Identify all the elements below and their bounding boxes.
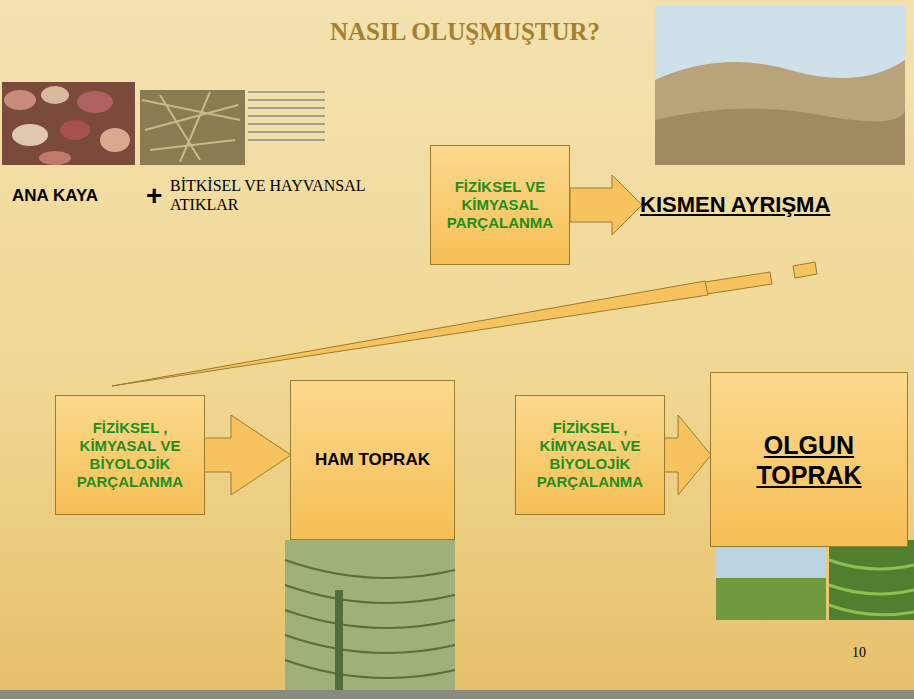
lines-pattern bbox=[248, 92, 325, 140]
soil-box: HAM TOPRAK bbox=[290, 380, 455, 540]
rock-label: ANA KAYA bbox=[12, 186, 98, 206]
plus-sign: + bbox=[146, 180, 162, 212]
landscape-photo bbox=[655, 5, 905, 165]
dash bbox=[705, 272, 772, 294]
title: NASIL OLUŞMUŞTUR? bbox=[240, 18, 690, 46]
rock-photo bbox=[2, 82, 135, 165]
straw-photo bbox=[140, 90, 245, 165]
node-text: FİZİKSEL , KİMYASAL VE BİYOLOJİK PARÇALA… bbox=[522, 419, 658, 491]
process-box: FİZİKSEL , KİMYASAL VE BİYOLOJİK PARÇALA… bbox=[515, 395, 665, 515]
bottom-band bbox=[0, 690, 914, 699]
field-photo bbox=[716, 540, 914, 620]
diagonal-arrow bbox=[112, 281, 708, 386]
process-box: FİZİKSEL , KİMYASAL VE BİYOLOJİK PARÇALA… bbox=[55, 395, 205, 515]
dash bbox=[793, 262, 817, 278]
waste-label: BİTKİSEL VE HAYVANSAL ATIKLAR bbox=[170, 176, 385, 214]
stage-label: KISMEN AYRIŞMA bbox=[640, 192, 830, 218]
node-text: FİZİKSEL , KİMYASAL VE BİYOLOJİK PARÇALA… bbox=[62, 419, 198, 491]
arrow-shape bbox=[570, 175, 642, 235]
node-text: FİZİKSEL VE KİMYASAL PARÇALANMA bbox=[437, 178, 563, 232]
soil-box: OLGUN TOPRAK bbox=[710, 372, 908, 547]
node-text: HAM TOPRAK bbox=[315, 450, 430, 470]
page-number: 10 bbox=[852, 645, 866, 661]
block-arrow bbox=[660, 415, 711, 495]
block-arrow bbox=[200, 415, 291, 495]
process-box: FİZİKSEL VE KİMYASAL PARÇALANMA bbox=[430, 145, 570, 265]
terrace-photo bbox=[285, 540, 455, 690]
node-text: OLGUN TOPRAK bbox=[717, 430, 901, 490]
